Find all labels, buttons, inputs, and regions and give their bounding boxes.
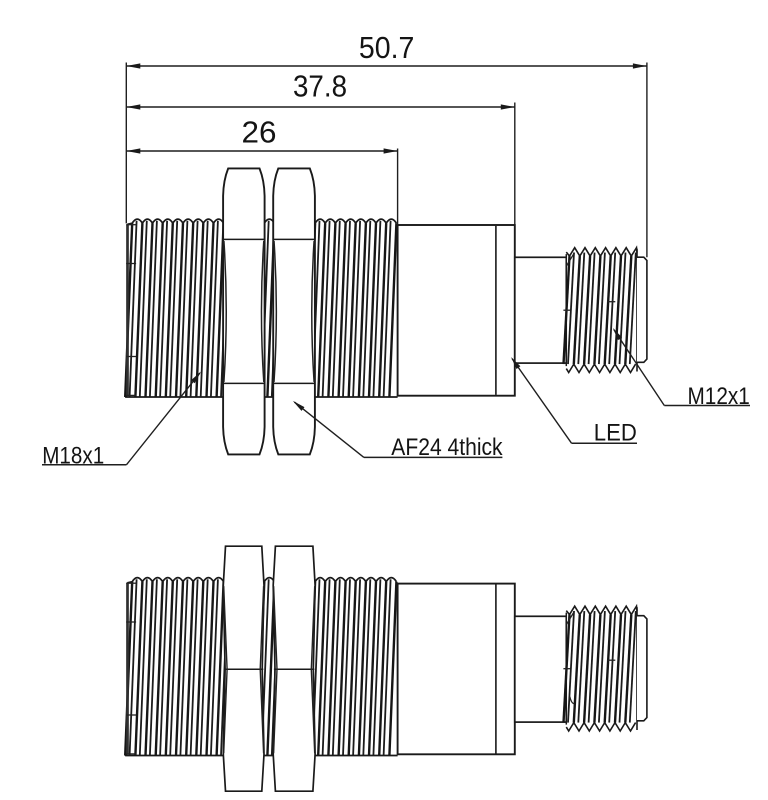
svg-text:M18x1: M18x1: [42, 442, 104, 469]
svg-text:26: 26: [242, 115, 277, 150]
svg-text:LED: LED: [594, 420, 637, 447]
svg-text:AF24 4thick: AF24 4thick: [391, 434, 503, 461]
svg-text:37.8: 37.8: [293, 69, 347, 104]
svg-text:50.7: 50.7: [359, 30, 415, 65]
svg-text:M12x1: M12x1: [688, 383, 750, 410]
